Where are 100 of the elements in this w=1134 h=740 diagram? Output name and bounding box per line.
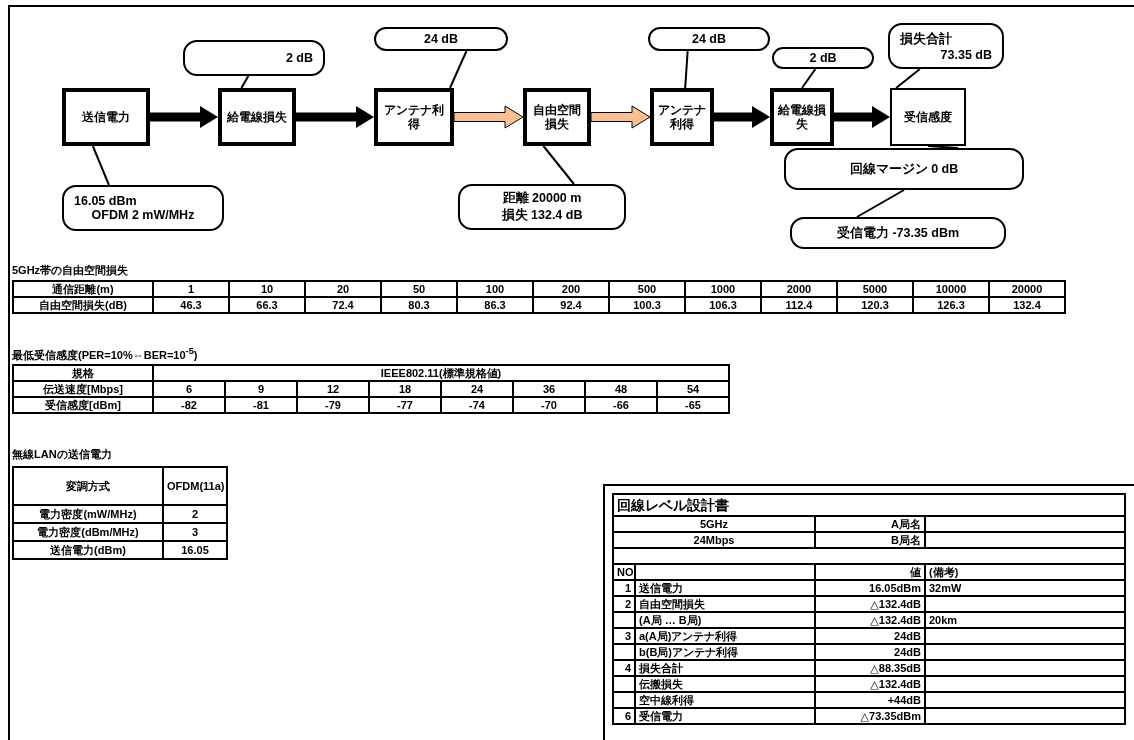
table-cell: 伝送速度[Mbps] [13, 381, 153, 397]
table-cell: 24Mbps [613, 532, 815, 548]
table-cell: A局名 [815, 516, 925, 532]
table-cell: -79 [297, 397, 369, 413]
table-cell: 3 [163, 523, 227, 541]
arrow [453, 105, 524, 129]
table-cell: 10 [229, 281, 305, 297]
process-box: 送信電力 [62, 88, 150, 146]
table-title: 無線LANの送信電力 [12, 447, 112, 462]
table-cell: 46.3 [153, 297, 229, 313]
table-cell: 5GHz [613, 516, 815, 532]
table-cell: 2000 [761, 281, 837, 297]
table-title: 最低受信感度(PER=10%⇔BER=10$^{-5}$) [12, 346, 198, 363]
table-cell: 送信電力(dBm) [13, 541, 163, 559]
table-cell: 空中線利得 [635, 692, 815, 708]
table-cell: 80.3 [381, 297, 457, 313]
table-cell: 10000 [913, 281, 989, 297]
table-cell: 100.3 [609, 297, 685, 313]
callout-bubble: 24 dB [648, 27, 770, 51]
table-cell: 2 [613, 596, 635, 612]
table-cell: 受信感度[dBm] [13, 397, 153, 413]
table-cell: -74 [441, 397, 513, 413]
arrow [834, 106, 890, 128]
table-cell: 86.3 [457, 297, 533, 313]
table-cell: a(A局)アンテナ利得 [635, 628, 815, 644]
table-cell: (A局 … B局) [635, 612, 815, 628]
table-cell: B局名 [815, 532, 925, 548]
table-cell: △88.35dB [815, 660, 925, 676]
table-cell: 24dB [815, 628, 925, 644]
leader-line [855, 189, 905, 218]
table-cell: 50 [381, 281, 457, 297]
table-cell: 9 [225, 381, 297, 397]
table-cell: 20 [305, 281, 381, 297]
table-cell: (備考) [925, 564, 1125, 580]
table-cell: b(B局)アンテナ利得 [635, 644, 815, 660]
table-cell: 6 [153, 381, 225, 397]
arrow [296, 106, 374, 128]
table-cell: -77 [369, 397, 441, 413]
table-cell: 送信電力 [635, 580, 815, 596]
process-box: 自由空間損失 [523, 88, 591, 146]
table-cell: IEEE802.11(標準規格値) [153, 365, 730, 381]
table-cell: +44dB [815, 692, 925, 708]
table-cell: 自由空間損失(dB) [13, 297, 153, 313]
table-cell: 24 [441, 381, 513, 397]
table-cell: 54 [657, 381, 730, 397]
table-cell: △132.4dB [815, 676, 925, 692]
table-cell: 112.4 [761, 297, 837, 313]
table-title: 5GHz帯の自由空間損失 [12, 263, 129, 278]
table-cell: 500 [609, 281, 685, 297]
process-box: 受信感度 [890, 88, 966, 146]
arrow [590, 105, 651, 129]
table-cell: 132.4 [989, 297, 1065, 313]
table-cell: 106.3 [685, 297, 761, 313]
callout-bubble: 回線マージン 0 dB [784, 148, 1024, 190]
leader-line [240, 75, 250, 89]
table-cell: 損失合計 [635, 660, 815, 676]
callout-bubble: 受信電力 -73.35 dBm [790, 217, 1006, 249]
table-cell: 1000 [685, 281, 761, 297]
table-cell: 32mW [925, 580, 1125, 596]
table-cell: -70 [513, 397, 585, 413]
leader-line [927, 145, 959, 149]
table-cell: 値 [815, 564, 925, 580]
process-box: 給電線損失 [770, 88, 834, 146]
table-cell: 自由空間損失 [635, 596, 815, 612]
table-cell: 2 [163, 505, 227, 523]
table-cell: 1 [613, 580, 635, 596]
table-cell: 1 [153, 281, 229, 297]
table-cell: 12 [297, 381, 369, 397]
table-cell: 16.05dBm [815, 580, 925, 596]
callout-bubble: 距離 20000 m 損失 132.4 dB [458, 184, 626, 230]
table-cell: NO [613, 564, 635, 580]
callout-bubble: 2 dB [772, 47, 874, 69]
table-cell: △73.35dBm [815, 708, 925, 724]
leader-line [895, 68, 921, 89]
table-cell: 66.3 [229, 297, 305, 313]
arrow [150, 106, 218, 128]
table-cell: 126.3 [913, 297, 989, 313]
leader-line [542, 145, 575, 185]
table-cell: 電力密度(mW/MHz) [13, 505, 163, 523]
table-cell: 48 [585, 381, 657, 397]
table-cell: 200 [533, 281, 609, 297]
callout-bubble: 16.05 dBm OFDM 2 mW/MHz [62, 185, 224, 231]
callout-bubble: 2 dB [183, 40, 325, 76]
table-cell: 規格 [13, 365, 153, 381]
table-cell: △132.4dB [815, 596, 925, 612]
leader-line [449, 50, 468, 89]
table-cell: 92.4 [533, 297, 609, 313]
leader-line [801, 68, 817, 89]
table-cell: -66 [585, 397, 657, 413]
process-box: 給電線損失 [218, 88, 296, 146]
leader-line [91, 145, 110, 186]
table-cell: △132.4dB [815, 612, 925, 628]
table-cell: 100 [457, 281, 533, 297]
callout-bubble: 24 dB [374, 27, 508, 51]
table-cell: 20km [925, 612, 1125, 628]
table-cell: -81 [225, 397, 297, 413]
table-cell: 16.05 [163, 541, 227, 559]
table-cell: 6 [613, 708, 635, 724]
table-cell: 受信電力 [635, 708, 815, 724]
table-cell: 120.3 [837, 297, 913, 313]
